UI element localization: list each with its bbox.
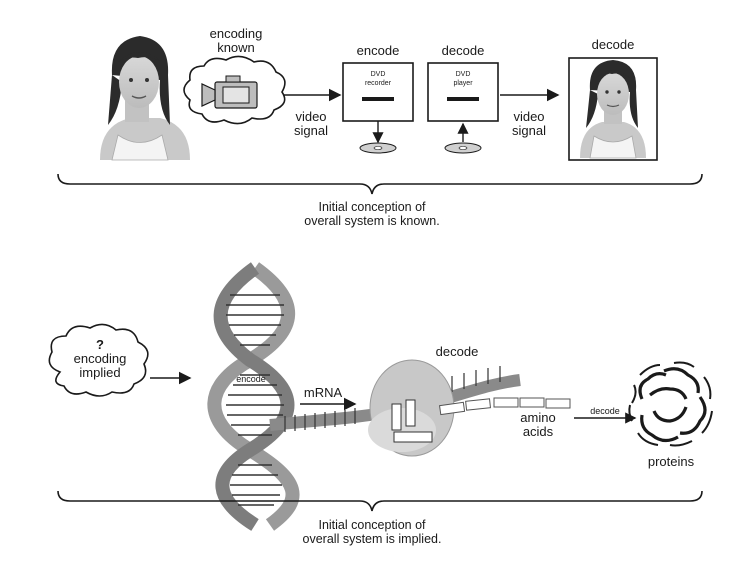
thought-cloud-encoding-implied (48, 323, 149, 397)
protein-cluster (628, 361, 713, 447)
dvd-player-box (427, 62, 499, 122)
decode-title-player: decode (441, 43, 485, 58)
dvd-recorder-label-line1: DVD (370, 71, 386, 78)
proteins-label: proteins (647, 454, 695, 469)
dvd-player-label-line2: player (453, 80, 473, 87)
brace-top (57, 173, 703, 195)
disc-icon-player (444, 142, 482, 154)
dna-encode-label: encode (236, 374, 266, 384)
encoding-implied-label-line2: implied (79, 365, 121, 380)
woman-portrait-right (568, 57, 658, 161)
video-signal-label-1-line1: video (295, 109, 327, 124)
disc-icon-recorder (359, 142, 397, 154)
dna-double-helix (207, 262, 300, 531)
decode-title-portrait: decode (591, 37, 635, 52)
video-signal-label-2-line2: signal (512, 123, 546, 138)
decode-ribosome-label: decode (435, 344, 479, 359)
video-camera-icon (201, 75, 258, 109)
encoding-known-label-line2: known (217, 40, 255, 55)
decode-small-label: decode (590, 406, 620, 416)
top-caption-line2: overall system is known. (304, 214, 440, 228)
bottom-caption-line1: Initial conception of (318, 518, 426, 532)
mrna-label: mRNA (303, 385, 343, 400)
encoding-implied-question: ? (96, 337, 104, 352)
encoding-implied-label-line1: encoding (73, 351, 127, 366)
video-signal-label-2-line1: video (513, 109, 545, 124)
amino-acids-label-line2: acids (522, 424, 554, 439)
video-signal-label-1-line2: signal (294, 123, 328, 138)
dvd-recorder-box (342, 62, 414, 122)
woman-portrait-left (100, 36, 190, 161)
dvd-recorder-label-line2: recorder (364, 80, 392, 87)
top-caption-line1: Initial conception of (318, 200, 426, 214)
encode-title: encode (356, 43, 400, 58)
bottom-caption-line2: overall system is implied. (302, 532, 442, 546)
dvd-player-label-line1: DVD (455, 71, 471, 78)
ribosome (368, 359, 455, 457)
amino-acids-label-line1: amino (520, 410, 556, 425)
encoding-known-label-line1: encoding (209, 26, 263, 41)
brace-bottom (57, 490, 703, 512)
amino-acid-chain (438, 397, 571, 416)
